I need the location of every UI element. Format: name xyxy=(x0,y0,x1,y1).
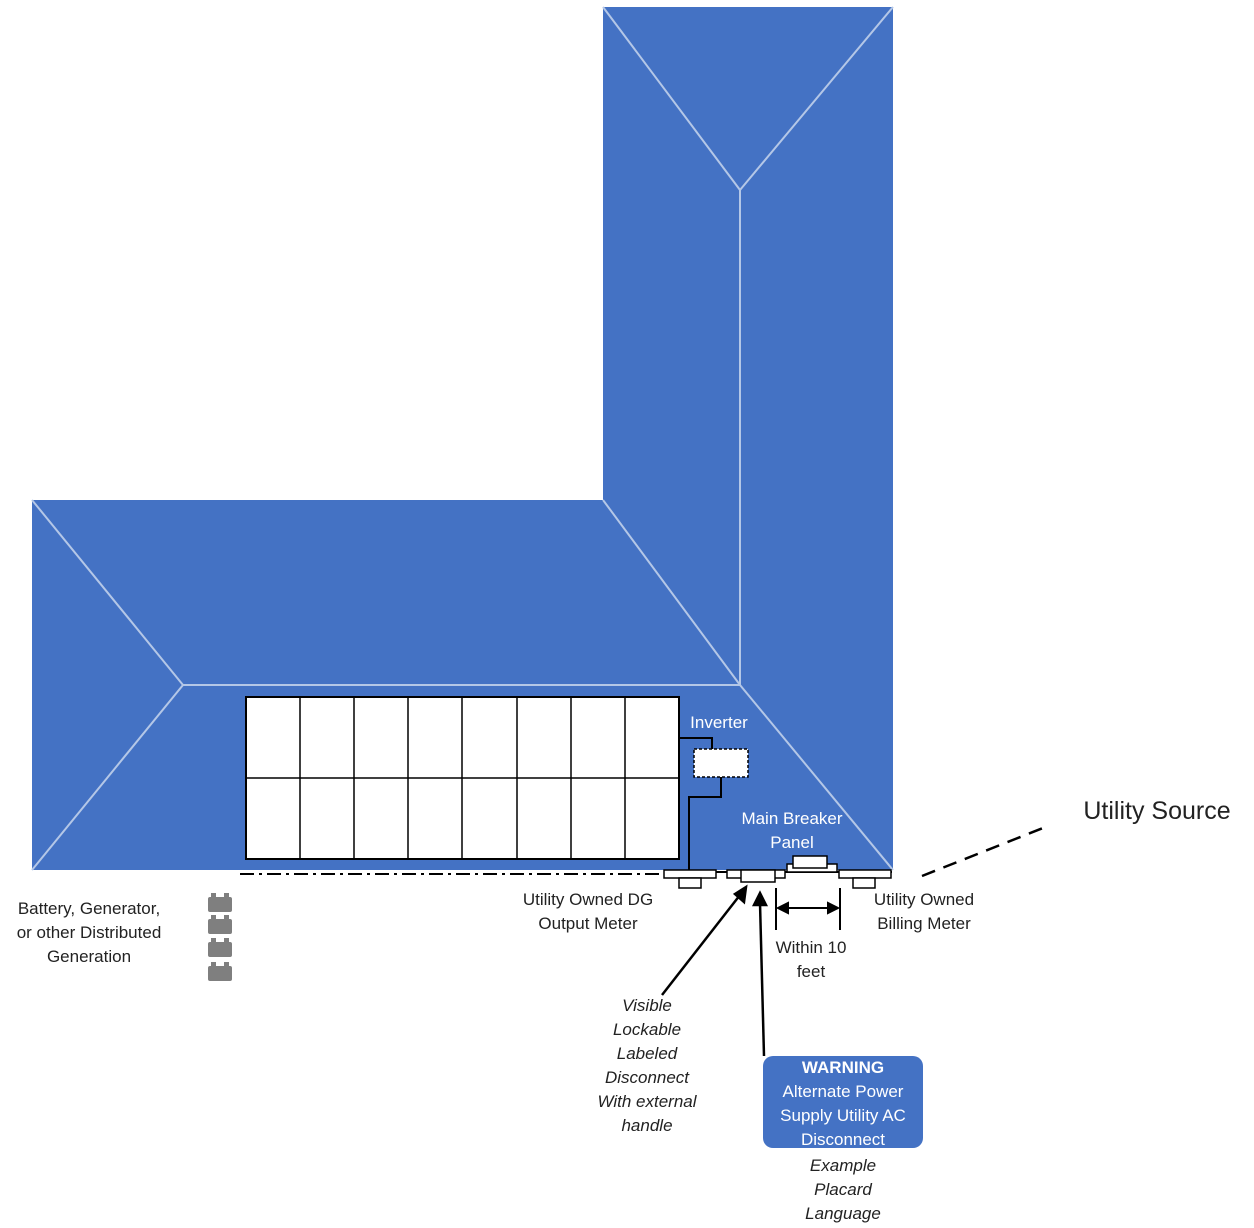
placard-arrow xyxy=(758,902,766,1057)
inverter-to-meter-wire xyxy=(688,777,722,870)
battery-icon xyxy=(208,893,232,912)
distance-indicator xyxy=(775,888,841,930)
inverter-label: Inverter xyxy=(690,713,748,732)
billing-meter-base xyxy=(838,869,892,879)
billing-meter xyxy=(852,877,876,889)
placard-line: Disconnect xyxy=(800,1130,886,1149)
main-breaker-panel-label: Main Breaker Panel xyxy=(741,809,843,852)
equipment xyxy=(663,855,892,889)
inverter-box xyxy=(693,748,749,778)
utility-source-line xyxy=(921,824,1049,878)
disconnect-arrow xyxy=(661,894,741,996)
disconnect-switch xyxy=(740,869,776,883)
battery-icon xyxy=(208,938,232,957)
battery-stack xyxy=(208,893,232,981)
main-breaker-panel xyxy=(792,855,828,869)
roof-shape xyxy=(32,7,893,870)
placard-line: Alternate Power xyxy=(782,1082,904,1101)
utility-source-label: Utility Source xyxy=(1083,797,1231,825)
battery-icon xyxy=(208,915,232,934)
dg-output-meter xyxy=(678,877,702,889)
callout-arrows xyxy=(661,884,769,1057)
battery-icon xyxy=(208,962,232,981)
placard-line: Supply Utility AC xyxy=(780,1106,906,1125)
battery-generator-label: Battery, Generator, or other Distributed… xyxy=(16,899,162,966)
dg-output-meter-base xyxy=(663,869,717,879)
roof-ridge-lines xyxy=(31,6,894,871)
within-10-feet-label: Within 10 feet xyxy=(775,938,847,981)
solar-panel-grid xyxy=(246,697,679,859)
array-to-inverter-wire xyxy=(679,737,713,749)
warning-placard: WARNING Alternate Power Supply Utility A… xyxy=(763,1056,923,1149)
dg-output-meter-label: Utility Owned DG Output Meter xyxy=(522,890,654,933)
solar-array xyxy=(245,696,680,860)
disconnect-label: Visible Lockable Labeled Disconnect With… xyxy=(597,996,697,1135)
example-placard-label: Example Placard Language xyxy=(805,1156,881,1223)
placard-heading: WARNING xyxy=(801,1058,885,1077)
house-roof xyxy=(31,6,894,871)
billing-meter-label: Utility Owned Billing Meter xyxy=(873,890,975,933)
